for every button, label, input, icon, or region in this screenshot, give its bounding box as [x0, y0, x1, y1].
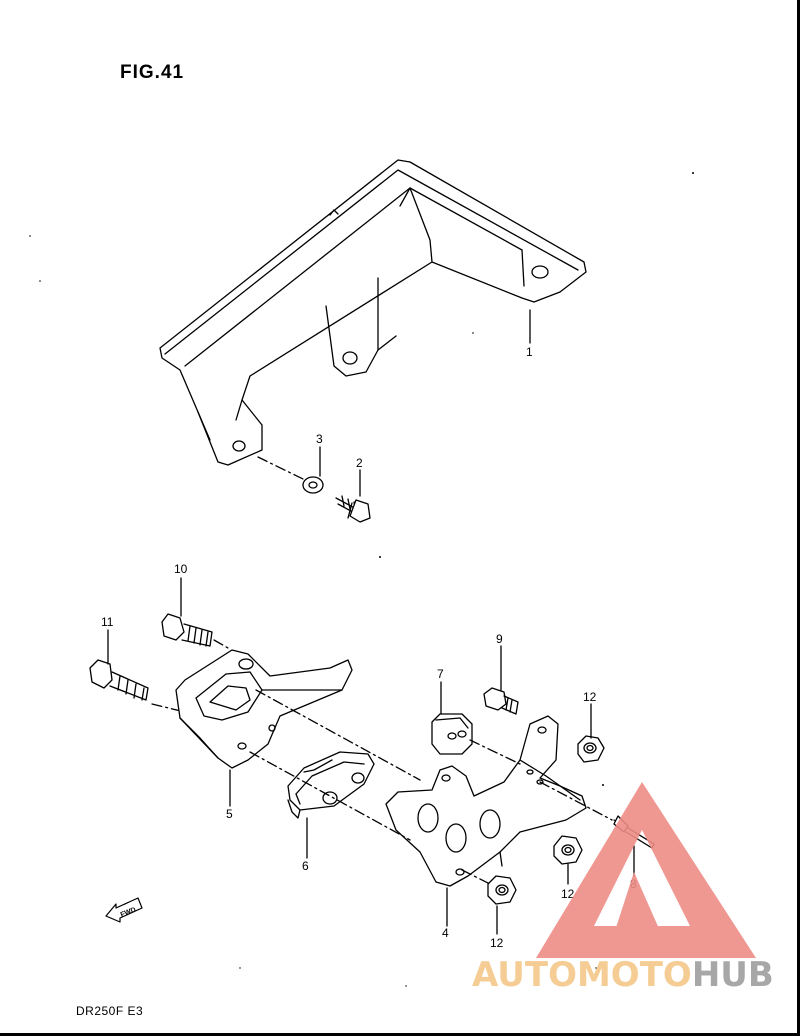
part-12-nut-upper	[577, 735, 605, 763]
part-3-washer	[302, 476, 324, 494]
part-9-bolt	[483, 687, 519, 715]
part-12-nut-lower	[487, 875, 517, 905]
callout-10: 10	[174, 562, 188, 576]
callout-4: 4	[442, 926, 449, 940]
callout-12-upper: 12	[583, 690, 597, 704]
part-10-bolt	[161, 613, 213, 647]
part-1-chain-guard	[159, 159, 587, 466]
watermark-inner-triangle-icon	[612, 872, 664, 940]
part-2-bolt	[335, 495, 371, 523]
frame-edge-right	[797, 0, 800, 1036]
callout-2: 2	[356, 456, 363, 470]
watermark-text-automoto: AUTOMOTO	[472, 955, 692, 995]
part-4-mounting-plate	[385, 715, 587, 887]
callout-11: 11	[101, 615, 114, 629]
frame-edge-bottom	[0, 1033, 800, 1036]
callout-5: 5	[226, 807, 233, 821]
automotohub-watermark: AUTOMOTOHUB	[472, 782, 774, 995]
callout-9: 9	[496, 632, 503, 646]
watermark-triangle-icon	[536, 782, 756, 958]
callout-6: 6	[302, 859, 309, 873]
part-7-rubber-bushing	[431, 713, 473, 755]
callout-3: 3	[316, 432, 323, 446]
model-code: DR250F E3	[76, 1004, 144, 1018]
fwd-arrow-icon: FWD	[105, 897, 143, 923]
scan-specks	[29, 172, 694, 987]
part-11-bolt	[89, 659, 149, 701]
callout-12-middle: 12	[561, 887, 575, 901]
svg-text:AUTOMOTOHUB: AUTOMOTOHUB	[472, 955, 774, 995]
watermark-text-hub: HUB	[692, 955, 774, 995]
part-5-slider-bracket	[175, 649, 353, 769]
part-6-rubber-damper	[287, 751, 375, 819]
part-12-nut-middle	[553, 835, 583, 865]
figure-title: FIG.41	[120, 62, 185, 83]
callout-7: 7	[437, 667, 444, 681]
callout-1: 1	[526, 345, 533, 359]
callout-12-lower: 12	[490, 936, 504, 950]
